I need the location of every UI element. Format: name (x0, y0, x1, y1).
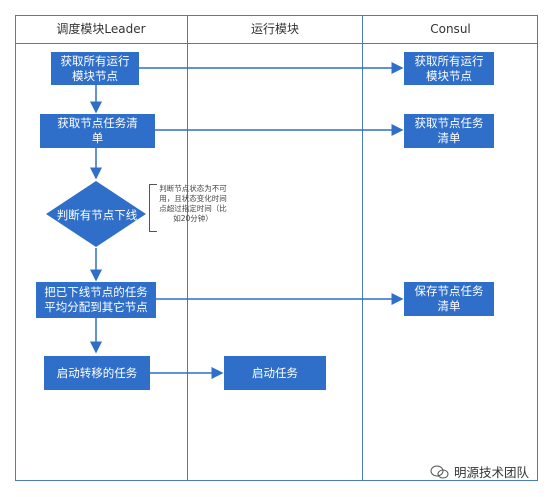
annotation-brace (149, 184, 157, 232)
node-start-transfer: 启动转移的任务 (44, 356, 150, 390)
node-get-task-list: 获取节点任务清 单 (40, 114, 155, 148)
node-start-transfer-label: 启动转移的任务 (56, 365, 138, 380)
wechat-icon (430, 465, 449, 478)
node-get-task-list-label: 获取节点任务清 单 (57, 116, 138, 145)
node-start-task: 启动任务 (224, 356, 326, 390)
node-get-all-nodes: 获取所有运行 模块节点 (51, 52, 139, 85)
swimlane-frame (15, 15, 538, 481)
annotation-note: 判断节点状态为不可用，且状态变化时间点超过指定时间（比如20分钟） (159, 184, 227, 223)
judge-diamond (46, 181, 146, 247)
consul-save-tasks: 保存节点任务 清单 (404, 282, 494, 316)
lane-divider-1 (187, 15, 188, 481)
lane-header-consul: Consul (430, 22, 471, 36)
lane-header-leader: 调度模块Leader (56, 22, 146, 36)
consul-get-nodes: 获取所有运行 模块节点 (404, 52, 494, 85)
consul-get-nodes-label: 获取所有运行 模块节点 (414, 53, 484, 83)
node-redistribute: 把已下线节点的任务 平均分配到其它节点 (36, 282, 156, 318)
consul-get-tasks: 获取节点任务 清单 (404, 114, 494, 148)
judge-label: 判断有节点下线 (56, 208, 138, 222)
node-redistribute-label: 把已下线节点的任务 平均分配到其它节点 (44, 285, 148, 314)
lane-divider-2 (362, 15, 363, 481)
consul-save-tasks-label: 保存节点任务 清单 (414, 284, 484, 313)
lane-header-divider (15, 43, 538, 44)
watermark: 明源技术团队 (430, 462, 529, 481)
lane-header-runner: 运行模块 (250, 22, 299, 36)
consul-get-tasks-label: 获取节点任务 清单 (414, 116, 484, 145)
node-start-task-label: 启动任务 (252, 365, 298, 380)
node-get-all-nodes-label: 获取所有运行 模块节点 (60, 53, 130, 83)
watermark-text: 明源技术团队 (454, 465, 530, 480)
